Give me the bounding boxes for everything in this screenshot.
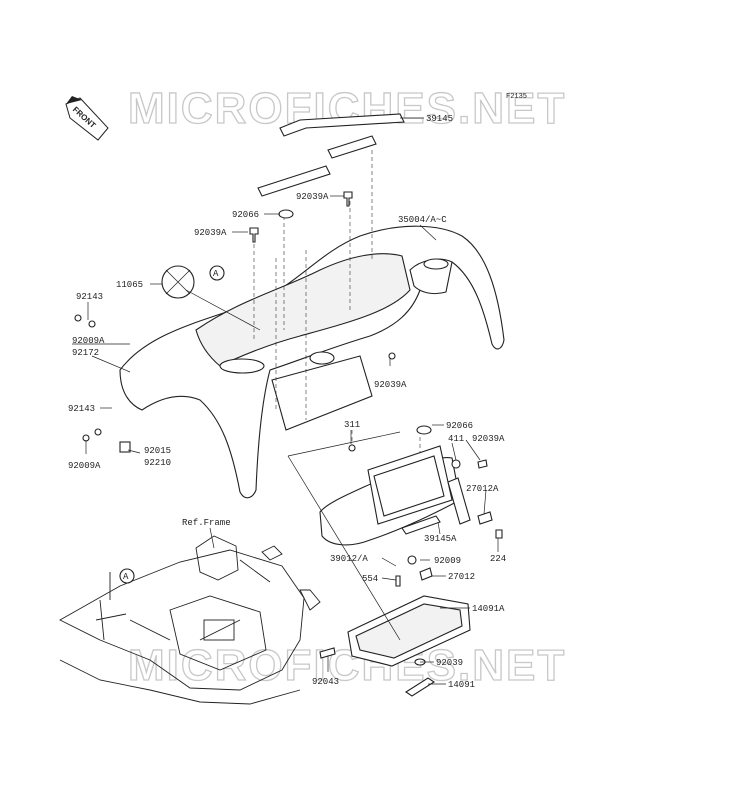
cap-11065 (161, 265, 195, 299)
label-411: 411 (448, 434, 464, 444)
label-39145a: 39145A (424, 534, 457, 544)
label-554: 554 (362, 574, 378, 584)
label-39012: 39012/A (330, 554, 368, 564)
label-92066-box: 92066 (446, 421, 473, 431)
label-14091: 14091 (448, 680, 475, 690)
label-92143-mid: 92143 (68, 404, 95, 414)
label-311: 311 (344, 420, 360, 430)
ref-frame (59, 535, 321, 705)
label-92039a-box: 92039A (472, 434, 505, 444)
label-92039a-mid: 92039A (374, 380, 407, 390)
leader-lines (72, 117, 499, 685)
label-35004: 35004/A~C (398, 215, 447, 225)
label-14091a: 14091A (472, 604, 505, 614)
label-224: 224 (490, 554, 506, 564)
part-labels: 39145 92039A 92066 92039A 35004/A~C 1106… (68, 114, 506, 690)
watermark-bottom: MICROFICHES.NET (128, 641, 566, 690)
label-92043: 92043 (312, 677, 339, 687)
seal-strip-39145 (257, 113, 405, 197)
callout-a-top: A (209, 265, 225, 281)
glove-box-lid (319, 555, 471, 697)
label-39145: 39145 (426, 114, 453, 124)
label-92143-top: 92143 (76, 292, 103, 302)
fasteners (74, 191, 396, 453)
assembly-lines (253, 150, 421, 470)
svg-text:A: A (123, 572, 129, 582)
glove-box (319, 425, 503, 546)
callout-a-bottom: A (119, 568, 135, 584)
label-27012: 27012 (448, 572, 475, 582)
label-92015: 92015 (144, 446, 171, 456)
label-92172: 92172 (72, 348, 99, 358)
label-92009: 92009 (434, 556, 461, 566)
label-92009a-top: 92009A (72, 336, 105, 346)
label-92039a-left: 92039A (194, 228, 227, 238)
label-92066-top: 92066 (232, 210, 259, 220)
ref-frame-label: Ref.Frame (182, 518, 231, 528)
front-fender (119, 225, 505, 499)
label-92009a-low: 92009A (68, 461, 101, 471)
diagram-code: F2135 (506, 93, 527, 101)
label-27012a: 27012A (466, 484, 499, 494)
front-arrow-icon: FRONT (65, 96, 109, 141)
label-11065: 11065 (116, 280, 143, 290)
svg-text:A: A (213, 269, 219, 279)
label-92039a-top: 92039A (296, 192, 329, 202)
label-92039: 92039 (436, 658, 463, 668)
label-92210: 92210 (144, 458, 171, 468)
